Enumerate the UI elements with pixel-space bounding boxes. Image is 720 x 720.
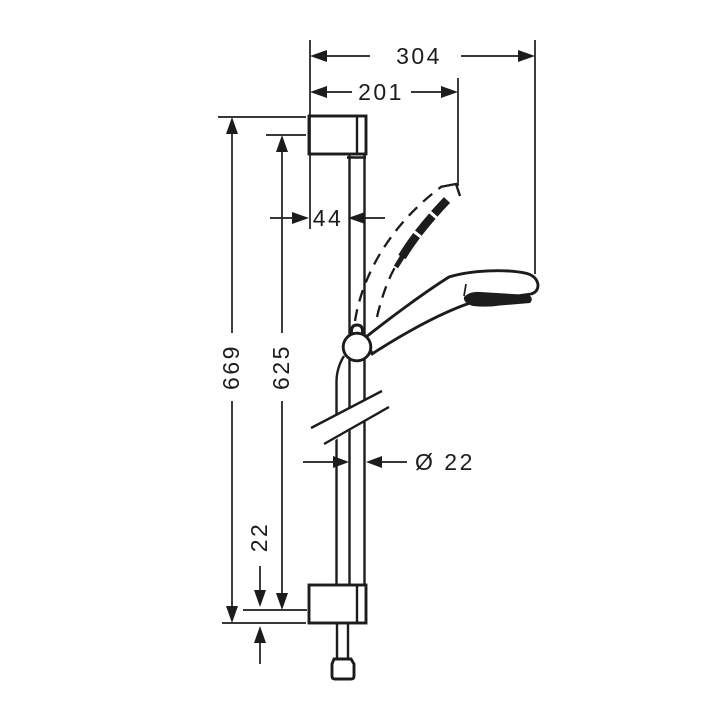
dimension-201: 201: [310, 79, 458, 105]
dimension-625: 625: [268, 135, 294, 610]
hand-shower: [364, 269, 540, 356]
dim-label-44: 44: [313, 205, 344, 231]
slider-holder: [341, 323, 373, 363]
break-lines: [307, 389, 391, 446]
dim-label-669: 669: [218, 344, 244, 390]
dim-label-22: 22: [246, 522, 272, 553]
dimension-diameter-22: Ø 22: [303, 449, 475, 475]
extension-lines: [218, 40, 536, 624]
dim-label-304: 304: [396, 43, 442, 69]
shower-rail: [347, 154, 366, 585]
dimension-44: 44: [270, 205, 385, 231]
bottom-bracket: [307, 583, 368, 625]
dimension-22: 22: [246, 522, 272, 664]
shower-hose: [335, 355, 346, 585]
dim-label-201: 201: [358, 79, 404, 105]
dimension-304: 304: [310, 43, 535, 69]
top-bracket: [307, 114, 368, 156]
hand-shower-raised-outline: [353, 182, 462, 322]
dim-label-625: 625: [268, 344, 294, 390]
hose-fitting: [330, 623, 356, 681]
dim-label-diameter-22: Ø 22: [415, 449, 475, 475]
dimension-669: 669: [218, 117, 244, 623]
